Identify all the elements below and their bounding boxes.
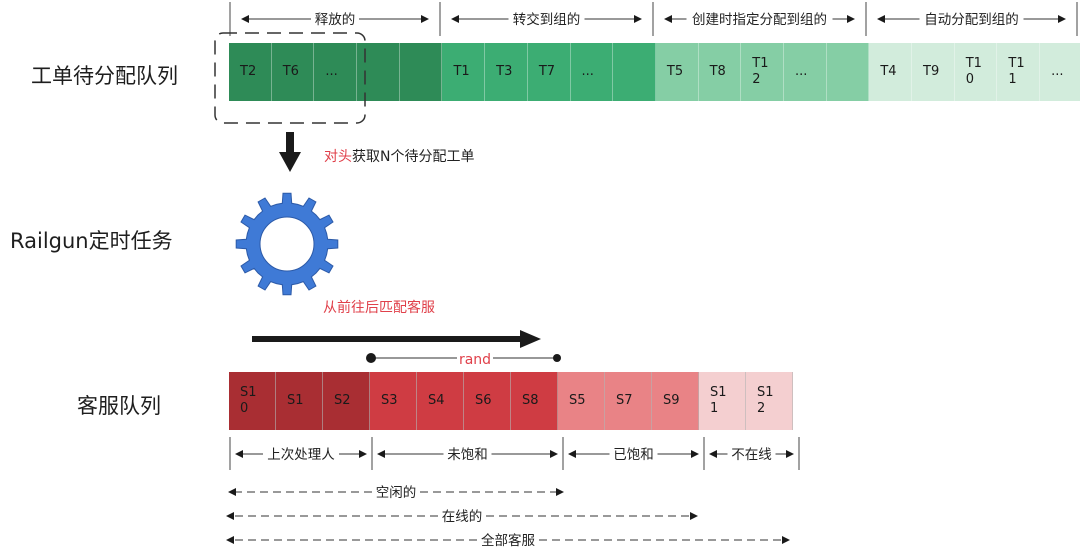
ticket-cell bbox=[399, 43, 443, 101]
agent-segment-label: 不在线 bbox=[731, 447, 772, 463]
gear-icon bbox=[235, 192, 339, 296]
selection-box bbox=[214, 32, 366, 124]
fetch-annotation: 对头获取N个待分配工单 bbox=[324, 146, 474, 166]
ticket-cell: T1 0 bbox=[954, 43, 998, 101]
ticket-cell: T2 bbox=[229, 43, 272, 101]
ticket-cell: T5 bbox=[655, 43, 699, 101]
rand-start-dot bbox=[366, 353, 376, 363]
ticket-cell bbox=[613, 43, 656, 101]
ticket-cell: ... bbox=[783, 43, 827, 101]
agent-cell: S1 1 bbox=[699, 372, 746, 430]
ticket-cell: ... bbox=[314, 43, 358, 101]
agent-segment-label: 未饱和 bbox=[447, 447, 488, 463]
ticket-cell: T8 bbox=[698, 43, 742, 101]
agent-cell: S5 bbox=[558, 372, 605, 430]
agent-group-label: 在线的 bbox=[442, 509, 483, 525]
agent-cell: S8 bbox=[511, 372, 558, 430]
ticket-cell bbox=[826, 43, 870, 101]
agent-group-label: 全部客服 bbox=[481, 532, 535, 549]
agent-cell: S4 bbox=[417, 372, 464, 430]
agent-cell: S2 bbox=[323, 372, 370, 430]
ticket-cell: T1 2 bbox=[741, 43, 784, 101]
agent-cell: S1 bbox=[276, 372, 323, 430]
ticket-segment-label: 释放的 bbox=[315, 12, 356, 28]
ticket-queue-label: 工单待分配队列 bbox=[31, 64, 178, 88]
fetch-rest-text: 获取N个待分配工单 bbox=[352, 149, 475, 165]
ticket-cell: T9 bbox=[912, 43, 955, 101]
ticket-cell: T1 bbox=[442, 43, 486, 101]
ticket-cell: T6 bbox=[271, 43, 315, 101]
ticket-segment-label: 创建时指定分配到组的 bbox=[692, 12, 827, 28]
agent-cell: S1 2 bbox=[746, 372, 793, 430]
agent-cell: S7 bbox=[605, 372, 652, 430]
agent-segment-label: 上次处理人 bbox=[267, 447, 335, 463]
agent-cell: S1 0 bbox=[229, 372, 276, 430]
rand-range: rand bbox=[366, 352, 561, 368]
ticket-cell: T3 bbox=[485, 43, 528, 101]
agent-cell: S9 bbox=[652, 372, 699, 430]
down-arrow-icon bbox=[279, 132, 301, 172]
railgun-task-label: Railgun定时任务 bbox=[10, 229, 173, 253]
ticket-segment-label: 转交到组的 bbox=[513, 11, 581, 28]
ticket-cell: T4 bbox=[869, 43, 912, 101]
ticket-cell: T1 1 bbox=[997, 43, 1041, 101]
ticket-cell: T7 bbox=[527, 43, 571, 101]
ticket-cell: ... bbox=[570, 43, 614, 101]
match-annotation: 从前往后匹配客服 bbox=[323, 300, 435, 316]
agent-segment-label: 已饱和 bbox=[613, 447, 654, 463]
ticket-cell bbox=[357, 43, 400, 101]
ticket-cell: ... bbox=[1040, 43, 1080, 101]
right-arrow-icon bbox=[252, 330, 541, 348]
agent-queue-label: 客服队列 bbox=[77, 394, 161, 418]
ticket-segment-label: 自动分配到组的 bbox=[924, 12, 1019, 28]
agent-group-label: 空闲的 bbox=[376, 485, 417, 501]
agent-cell: S6 bbox=[464, 372, 511, 430]
fetch-head-text: 对头 bbox=[324, 149, 352, 165]
rand-end-dot bbox=[553, 354, 561, 362]
gear-shape bbox=[235, 192, 339, 296]
rand-label: rand bbox=[459, 352, 491, 368]
agent-cell: S3 bbox=[370, 372, 417, 430]
